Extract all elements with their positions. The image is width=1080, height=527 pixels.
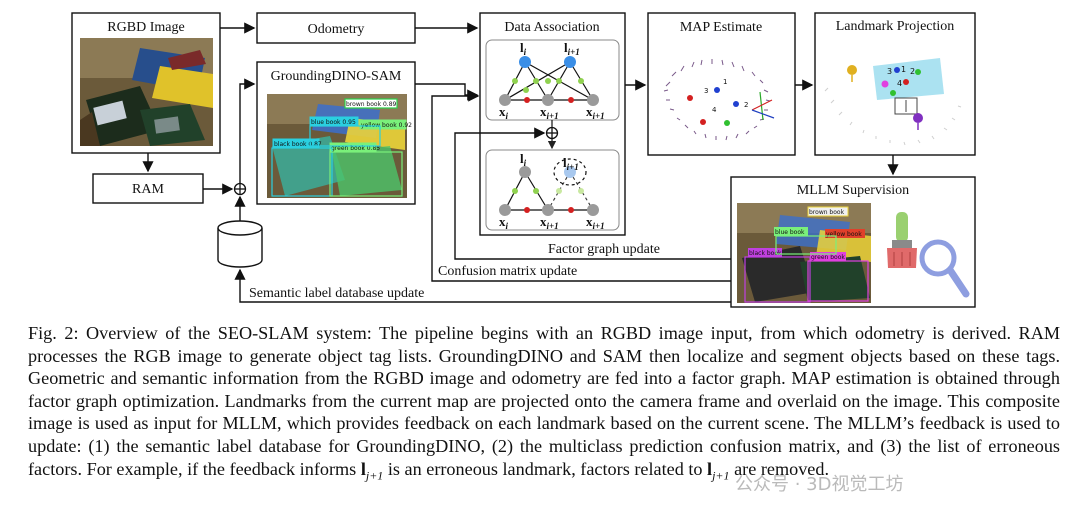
svg-text:xi+1: xi+1 [540, 104, 559, 121]
confusion-matrix-update-label: Confusion matrix update [438, 264, 577, 279]
data-association-block: Data Association li [479, 12, 626, 236]
svg-text:3: 3 [887, 67, 892, 76]
map-estimate-plot: 1 2 3 4 [663, 59, 775, 141]
mllm-supervision-block: MLLM Supervision brown book blue book ye… [730, 176, 976, 308]
detection-label-blue: blue book 0.95 [311, 119, 356, 126]
segmentation-photo: brown book 0.89 blue book 0.95 yellow bo… [267, 94, 412, 198]
ram-block: RAM [92, 173, 204, 204]
detection-label-green: green book 0.85 [331, 145, 380, 152]
factor-graph-top: li li+1 xi xi+1 xi+1 [485, 39, 620, 121]
svg-text:li: li [520, 151, 527, 168]
mllm-label-blue: blue book [775, 229, 805, 236]
odometry-block: Odometry [256, 12, 416, 44]
figure-caption: Fig. 2: Overview of the SEO-SLAM system:… [28, 323, 1060, 483]
svg-text:3: 3 [704, 87, 708, 95]
flow-arrows [142, 22, 899, 303]
svg-text:xi+1: xi+1 [586, 104, 605, 121]
mllm-photo: brown book blue book yellow book black b… [737, 203, 871, 303]
magnifier-icon [919, 239, 970, 298]
data-association-label: Data Association [504, 20, 599, 35]
svg-text:xi+1: xi+1 [540, 214, 559, 231]
svg-text:xi: xi [499, 104, 509, 121]
rgbd-image-block: RGBD Image [71, 12, 221, 154]
combine-node-ram [233, 182, 247, 196]
svg-text:1: 1 [723, 78, 727, 86]
combine-node-graph [545, 120, 559, 150]
rgbd-photo [80, 38, 213, 146]
svg-text:xi+1: xi+1 [586, 214, 605, 231]
map-estimate-block: MAP Estimate 1 2 3 4 [647, 12, 796, 156]
ram-label: RAM [132, 182, 164, 197]
landmark-projection-plot: 3 1 4 2 [824, 58, 962, 146]
landmark-projection-block: Landmark Projection 3 1 4 2 [814, 12, 976, 156]
svg-text:xi: xi [499, 214, 509, 231]
watermark-text: 公众号 · 3D视觉工坊 [735, 474, 904, 495]
mllm-label-yellow: yellow book [826, 231, 862, 238]
grounding-dino-sam-block: GroundingDINO-SAM brown book 0.89 blue b… [256, 61, 416, 205]
semantic-label-update-label: Semantic label database update [249, 286, 424, 301]
svg-text:2: 2 [744, 101, 748, 109]
rgbd-image-label: RGBD Image [107, 20, 184, 35]
svg-text:li+1: li+1 [563, 155, 579, 172]
landmark-projection-label: Landmark Projection [836, 19, 955, 34]
odometry-label: Odometry [308, 22, 365, 37]
grounding-dino-sam-label: GroundingDINO-SAM [271, 69, 402, 84]
svg-text:1: 1 [901, 65, 906, 74]
svg-text:li+1: li+1 [564, 40, 580, 57]
mllm-label-black: black book [749, 250, 782, 257]
factor-graph-update-label: Factor graph update [548, 242, 660, 257]
detection-label-yellow: yellow book 0.92 [361, 122, 412, 129]
detection-label-black: black book 0.87 [274, 141, 322, 148]
svg-text:2: 2 [910, 67, 915, 76]
svg-text:4: 4 [712, 106, 717, 114]
mllm-supervision-label: MLLM Supervision [797, 183, 909, 198]
seo-slam-pipeline-diagram: RGBD Image Odometry GroundingDINO-SAM [71, 12, 976, 308]
factor-graph-bottom: li li+1 xi xi+1 xi+1 [485, 149, 620, 231]
svg-text:4: 4 [897, 79, 902, 88]
svg-text:li: li [520, 40, 527, 57]
mllm-label-green: green book [811, 254, 845, 261]
paintbrush-icon [887, 212, 917, 268]
detection-label-brown: brown book 0.89 [346, 101, 397, 108]
map-estimate-label: MAP Estimate [680, 20, 762, 35]
database-icon [217, 220, 263, 268]
mllm-label-brown: brown book [809, 209, 845, 216]
